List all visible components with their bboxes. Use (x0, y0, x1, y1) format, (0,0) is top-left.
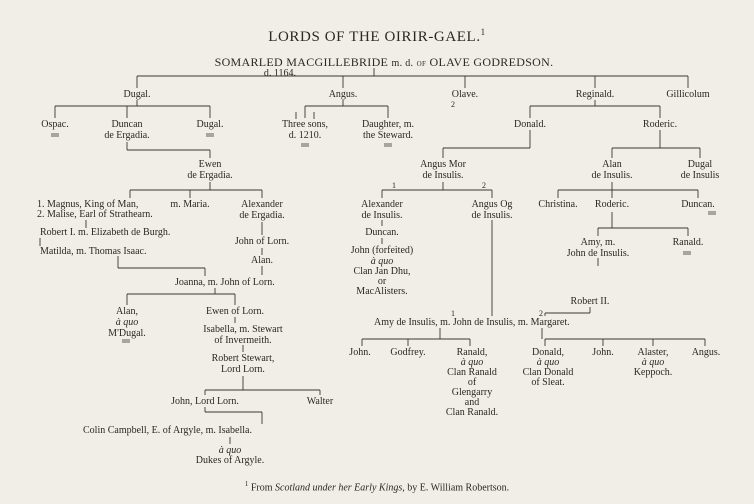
ranald-glengarry: Glengarry (451, 387, 493, 398)
person-magnus: 1. Magnus, King of Man, (37, 199, 139, 210)
person-maria: m. Maria. (170, 199, 210, 210)
person-three-sons: Three sons, (281, 119, 329, 130)
person-amy: Amy, m. (580, 237, 616, 248)
person-dugal-3: Dugal (687, 159, 713, 170)
person-john-of-lorn: John of Lorn. (234, 236, 290, 247)
clan-donald: Clan Donald (522, 367, 574, 378)
person-olave: Olave. (451, 89, 479, 100)
person-alexander-insulis: Alexander (361, 199, 403, 210)
alaster-a-quo: à quo (641, 357, 665, 368)
person-isabella: Isabella, m. Stewart (203, 324, 283, 335)
person-angus-og: Angus Og (471, 199, 513, 210)
person-godfrey: Godfrey. (390, 347, 426, 358)
page-title: LORDS OF THE OIRIR-GAEL.1 (268, 27, 486, 45)
person-duncan: Duncan (111, 119, 143, 130)
person-alaster: Alaster, (637, 347, 669, 358)
person-alexander-ergadia: Alexander (241, 199, 283, 210)
person-john-3: John. (592, 347, 614, 358)
daughter-spouse: the Steward. (363, 130, 413, 141)
person-ewen-of-lorn: Ewen of Lorn. (205, 306, 265, 317)
amy-spouse: John de Insulis. (566, 248, 630, 259)
person-robert-ii: Robert II. (570, 296, 610, 307)
person-duncan-insulis: Duncan. (365, 227, 399, 238)
person-ranald-2: Ranald. (672, 237, 704, 248)
person-robert-stewart: Robert Stewart, (211, 353, 275, 364)
person-donald: Donald. (514, 119, 546, 130)
root-couple: SOMARLED MACGILLEBRIDE m. d. of OLAVE GO… (214, 55, 554, 69)
alan-mdugal: M'Dugal. (108, 328, 146, 339)
person-dugal-3-title: de Insulis (680, 170, 720, 181)
olave-number: 2 (451, 100, 455, 109)
person-john-2: John. (349, 347, 371, 358)
person-dugal-2: Dugal. (196, 119, 224, 130)
person-roderic: Roderic. (642, 119, 678, 130)
donald-a-quo: à quo (536, 357, 560, 368)
person-angus-og-title: de Insulis. (471, 210, 513, 221)
person-matilda: Matilda, m. Thomas Isaac. (40, 246, 147, 257)
person-angus: Angus. (328, 89, 358, 100)
person-alexander-insulis-title: de Insulis. (361, 210, 403, 221)
john-de-insulis-marriages: Amy de Insulis, m. John de Insulis, m. M… (374, 317, 570, 328)
macalisters: MacAlisters. (356, 286, 408, 297)
clan-jan-dhu: Clan Jan Dhu, (353, 266, 411, 277)
colin-a-quo: à quo (218, 445, 242, 456)
person-christina: Christina. (538, 199, 578, 210)
angus-mor-wife-1-number: 1 (392, 181, 396, 190)
person-alexander-ergadia-title: de Ergadia. (239, 210, 285, 221)
person-roderic-2: Roderic. (594, 199, 630, 210)
person-reginald: Reginald. (575, 89, 615, 100)
person-alan-2: Alan. (251, 255, 273, 266)
dukes-of-argyle: Dukes of Argyle. (195, 455, 265, 466)
person-alan: Alan (602, 159, 622, 170)
person-ranald: Ranald, (456, 347, 488, 358)
person-robert-bruce: Robert I. m. Elizabeth de Burgh. (40, 227, 171, 238)
person-ewen: Ewen (198, 159, 222, 170)
three-sons-death: d. 1210. (288, 130, 322, 141)
alan-a-quo: à quo (115, 317, 139, 328)
person-donald-2: Donald, (532, 347, 564, 358)
person-gillicolum: Gillicolum (666, 89, 710, 100)
person-john-lord-lorn: John, Lord Lorn. (171, 396, 239, 407)
person-angus-2: Angus. (691, 347, 721, 358)
john-forfeited-a-quo: à quo (370, 256, 394, 267)
ranald-clan-ranald-2: Clan Ranald. (445, 407, 499, 418)
person-ewen-title: de Ergadia. (187, 170, 233, 181)
person-colin-campbell: Colin Campbell, E. of Argyle, m. Isabell… (83, 425, 252, 436)
root-death-date: d. 1164. (263, 68, 297, 79)
ranald-of: of (467, 377, 477, 388)
ranald-clan-ranald: Clan Ranald (447, 367, 497, 378)
footnote: 1 From Scotland under her Early Kings, b… (244, 480, 510, 494)
person-walter: Walter (306, 396, 334, 407)
person-ospac: Ospac. (41, 119, 69, 130)
person-duncan-3: Duncan. (681, 199, 715, 210)
keppoch: Keppoch. (633, 367, 673, 378)
ranald-a-quo: à quo (460, 357, 484, 368)
person-daughter: Daughter, m. (361, 119, 415, 130)
isabella-spouse: of Invermeith. (214, 335, 272, 346)
amy-marriage-number: 1 (451, 309, 455, 318)
clan-jan-dhu-or: or (377, 276, 387, 287)
person-duncan-title: de Ergadia. (104, 130, 150, 141)
person-angus-mor: Angus Mor (420, 159, 466, 170)
ranald-and: and (464, 397, 480, 408)
person-malise: 2. Malise, Earl of Strathearn. (37, 209, 153, 220)
person-angus-mor-title: de Insulis. (422, 170, 464, 181)
person-john-forfeited: John (forfeited) (350, 245, 414, 256)
person-dugal: Dugal. (123, 89, 151, 100)
person-alan-title: de Insulis. (591, 170, 633, 181)
robert-stewart-title: Lord Lorn. (221, 364, 265, 375)
of-sleat: of Sleat. (531, 377, 565, 388)
angus-mor-wife-2-number: 2 (482, 181, 486, 190)
person-alan-3: Alan, (116, 306, 138, 317)
person-joanna: Joanna, m. John of Lorn. (175, 277, 275, 288)
margaret-marriage-number: 2 (539, 309, 543, 318)
